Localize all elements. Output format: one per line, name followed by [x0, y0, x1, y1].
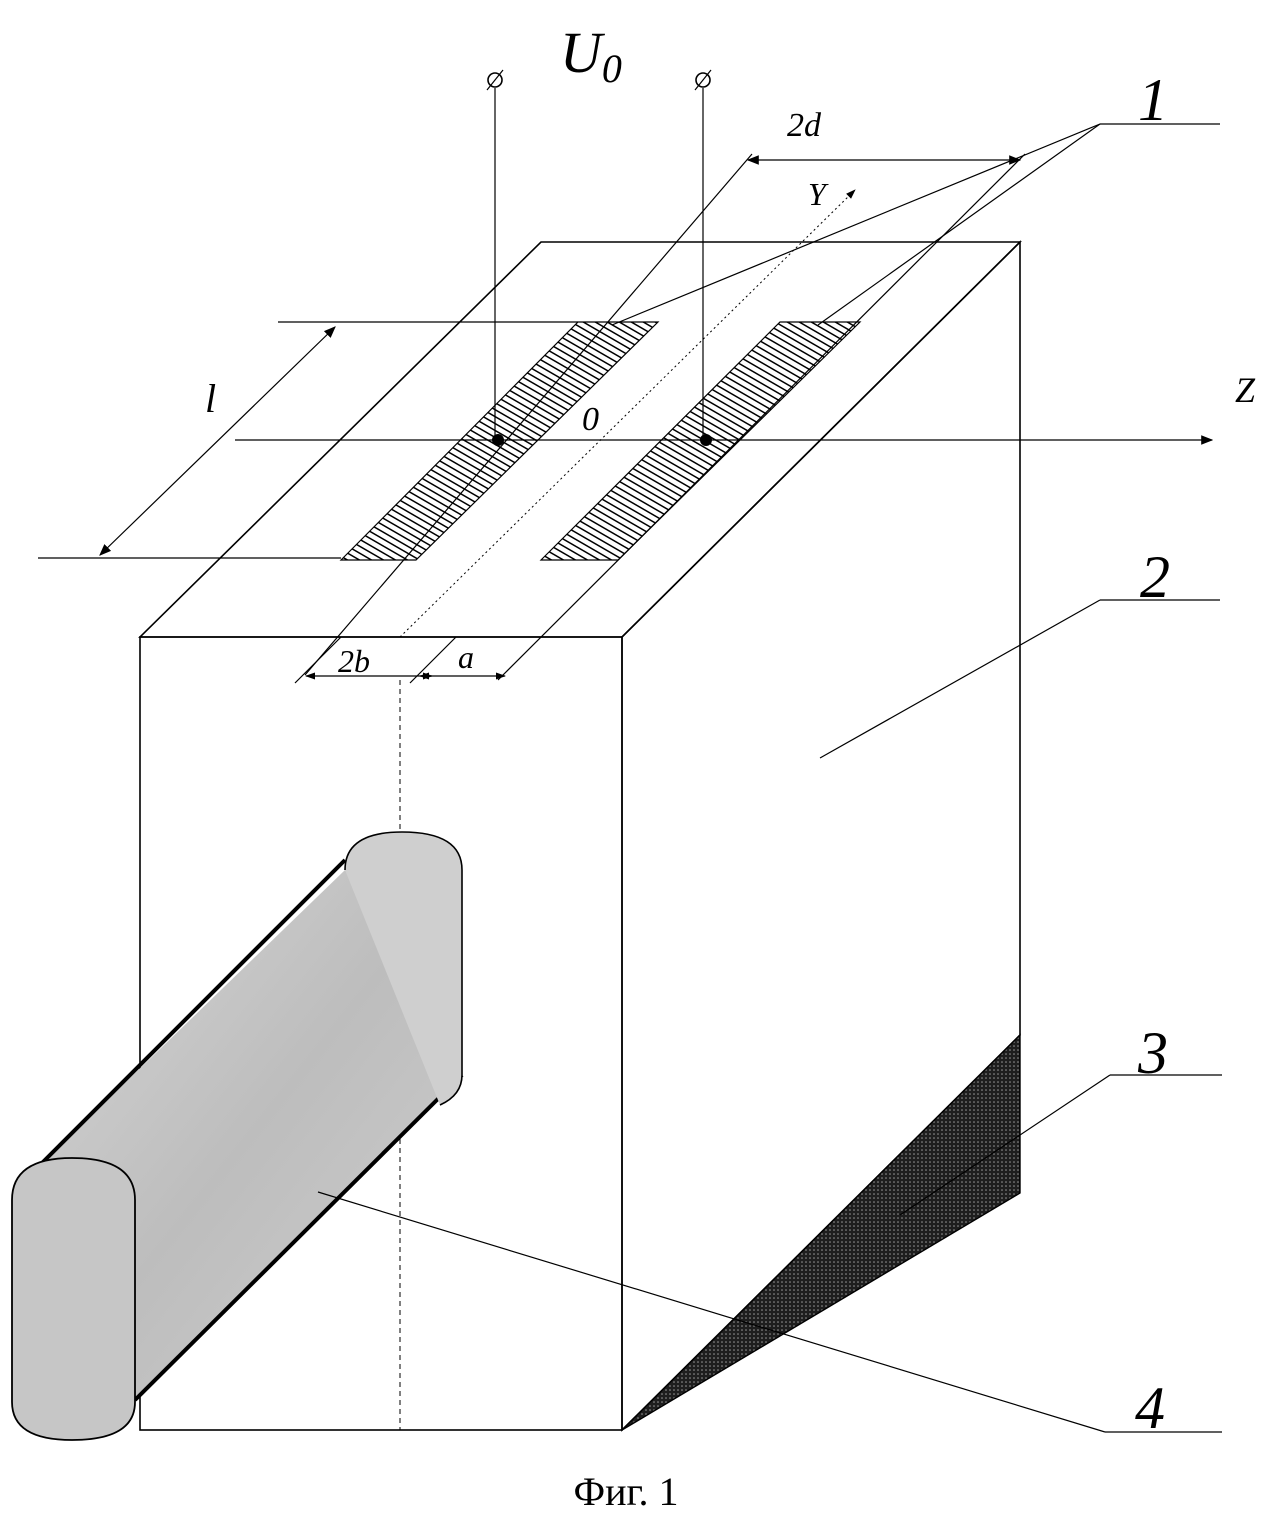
- leader-1-b: [817, 123, 1101, 326]
- leader-1-a: [611, 123, 1101, 326]
- origin-label: 0: [582, 401, 599, 438]
- axis-label-z: Z: [1235, 370, 1256, 410]
- callout-2: 2: [1140, 544, 1170, 610]
- dim-label-2d: 2d: [787, 107, 822, 144]
- absorber-wedge: [621, 1033, 1021, 1431]
- voltage-label: U0: [560, 20, 622, 91]
- ext-line-2d-left: [304, 153, 753, 676]
- terminal-left: [486, 69, 504, 91]
- figure-caption: Фиг. 1: [574, 1469, 679, 1514]
- callout-4: 4: [1135, 1375, 1165, 1441]
- beam-far-end: [344, 831, 463, 1106]
- light-beam: [11, 831, 464, 1441]
- dim-label-a: a: [458, 639, 474, 675]
- dim-label-2b: 2b: [338, 643, 370, 679]
- beam-body: [40, 870, 462, 1400]
- leader-2: [819, 599, 1101, 759]
- dim-label-l: l: [205, 376, 216, 421]
- callout-1: 1: [1138, 67, 1168, 133]
- ext-line-2d-right: [497, 153, 1026, 681]
- leader-4: [317, 1191, 1106, 1433]
- contact-dot-left: [492, 434, 504, 446]
- terminal-right: [694, 69, 712, 91]
- y-axis-line: [399, 189, 856, 638]
- dim-arrow-l: [99, 326, 336, 556]
- crystal-block: [138, 240, 1022, 1432]
- leader-3: [899, 1074, 1111, 1216]
- beam-near-end: [11, 1157, 136, 1441]
- axis-label-y: Y: [808, 176, 829, 212]
- callout-3: 3: [1137, 1020, 1168, 1086]
- contact-dot-right: [700, 434, 712, 446]
- ext-line-2b-left: [294, 636, 342, 684]
